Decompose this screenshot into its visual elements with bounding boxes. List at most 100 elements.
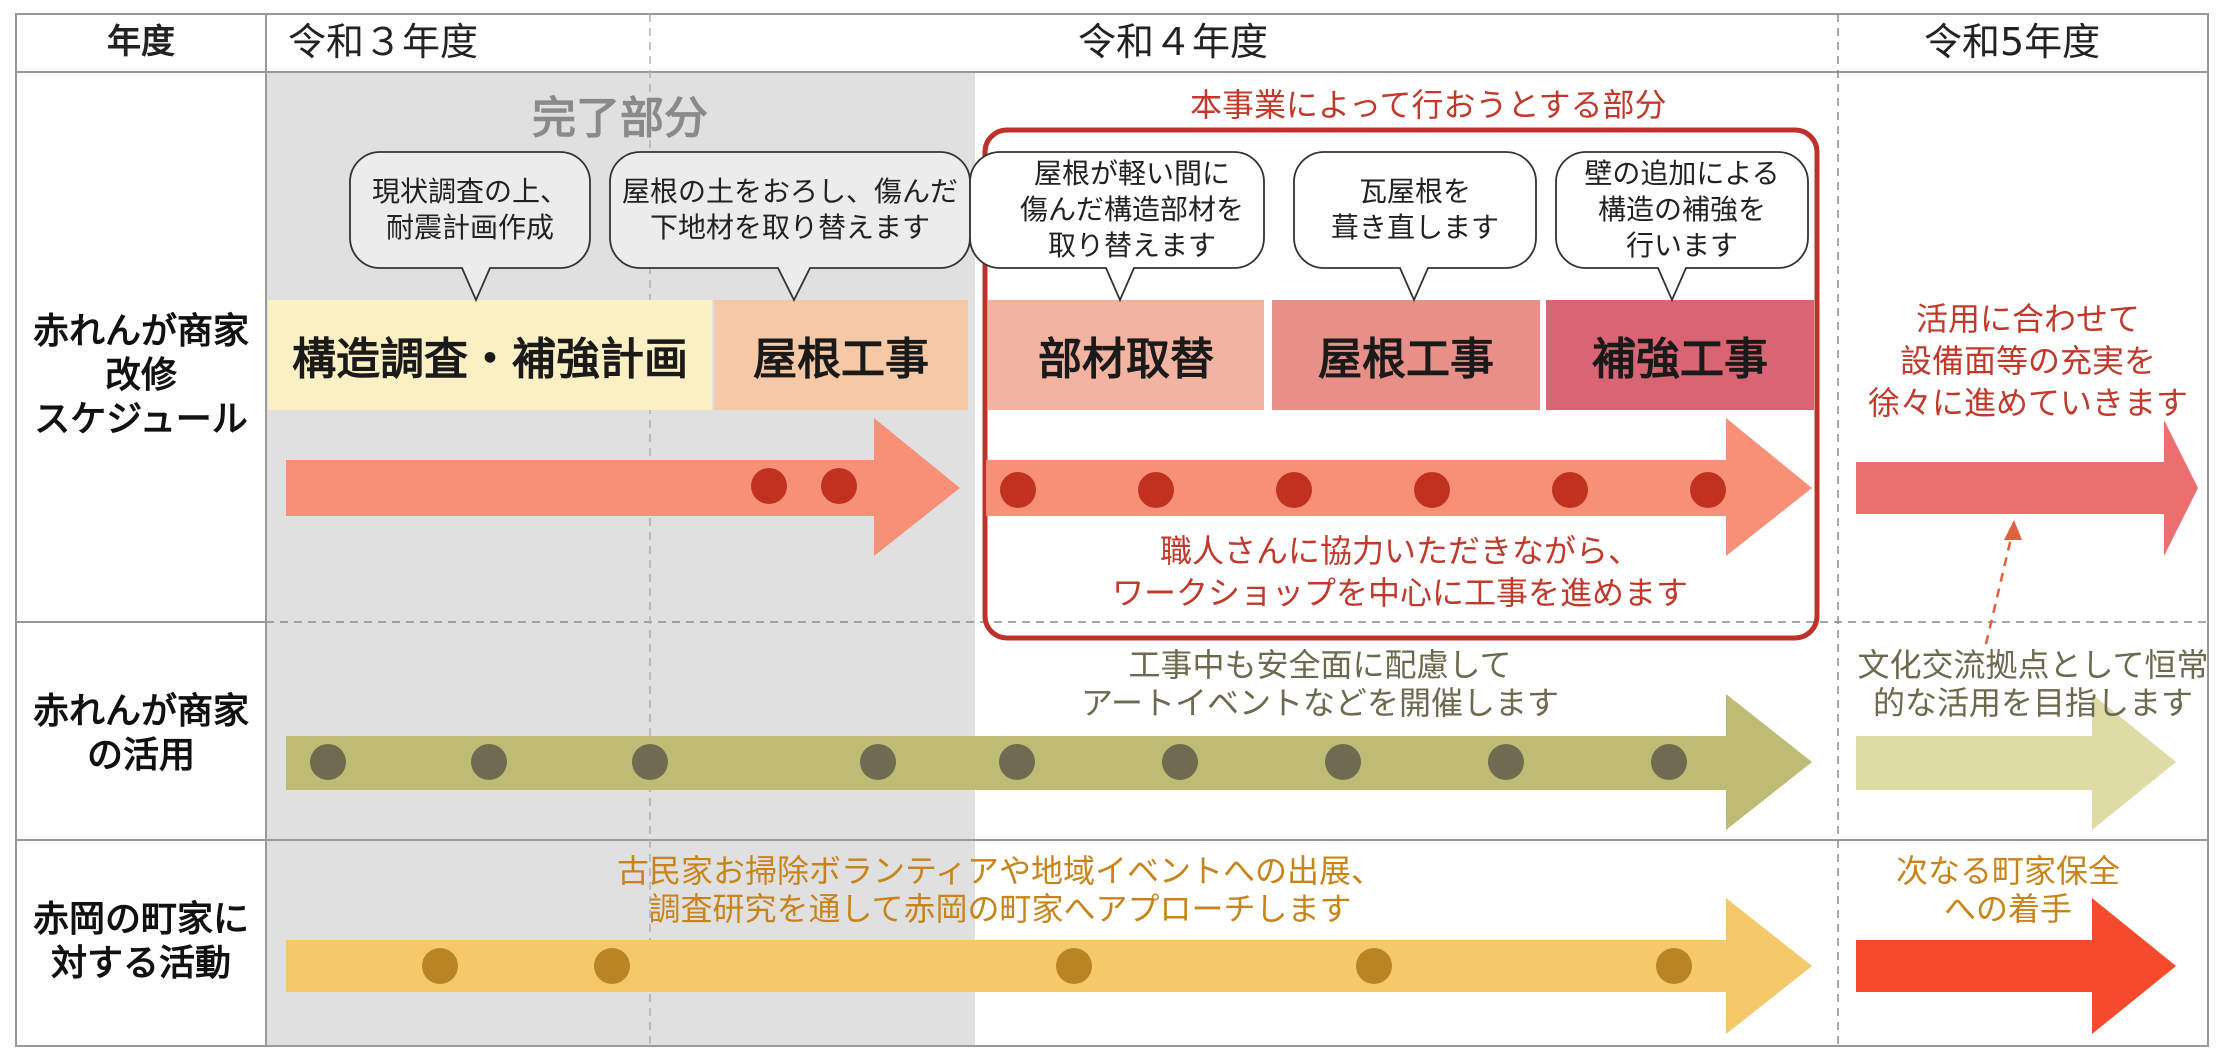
- task-reinforcement: 補強工事: [1592, 334, 1768, 385]
- arrow-utilization: [286, 694, 1812, 830]
- note-line: 次なる町家保全: [1895, 852, 2120, 890]
- row-label-line: 対する活動: [50, 943, 231, 984]
- callout-2-shape: [609, 151, 971, 303]
- note-line: 活用に合わせて: [1915, 300, 2140, 338]
- note-line: 調査研究を通して赤岡の町家へアプローチします: [648, 890, 1352, 928]
- callout-line: 葺き直します: [1330, 211, 1499, 244]
- dot-utilization: [471, 744, 507, 780]
- completed-label: 完了部分: [532, 93, 708, 144]
- arrow-schedule-project: [986, 418, 1812, 556]
- note-r5-utilization: 文化交流拠点として恒常 的な活用を目指します: [1848, 646, 2218, 722]
- note-line: 古民家お掃除ボランティアや地域イベントへの出展、: [616, 852, 1384, 890]
- callout-line: 行います: [1625, 229, 1738, 262]
- callout-line: 構造の補強を: [1597, 193, 1766, 226]
- dot-utilization: [1162, 744, 1198, 780]
- task-block-5: [1546, 300, 1814, 410]
- callout-3-shape: [969, 151, 1265, 303]
- row-label-line: 改修: [104, 355, 177, 396]
- arrow-schedule-r5: [1856, 420, 2198, 556]
- callout-5-shape: [1555, 151, 1809, 303]
- arrow-schedule-r3r4a: [286, 418, 960, 556]
- dot-schedule: [1552, 472, 1588, 508]
- callout-3-text: 屋根が軽い間に 傷んだ構造部材を 取り替えます: [1000, 154, 1264, 266]
- task-block-1: [268, 300, 712, 410]
- dot-utilization: [999, 744, 1035, 780]
- note-line: 徐々に進めていきます: [1867, 384, 2188, 422]
- note-line: 工事中も安全面に配慮して: [1128, 646, 1512, 684]
- project-scope-label: 本事業によって行おうとする部分: [1190, 86, 1667, 124]
- year-r4: 令和４年度: [1078, 20, 1269, 64]
- dot-activities: [422, 948, 458, 984]
- task-block-4: [1272, 300, 1540, 410]
- note-line: アートイベントなどを開催します: [1080, 684, 1560, 722]
- row-label-activities: 赤岡の町家に 対する活動: [17, 898, 265, 986]
- callout-line: 屋根の土をおろし、傷んだ: [621, 175, 958, 208]
- callout-2-text: 屋根の土をおろし、傷んだ 下地材を取り替えます: [610, 154, 970, 266]
- callout-line: 取り替えます: [1047, 229, 1216, 262]
- callout-4-text: 瓦屋根を 葺き直します: [1294, 154, 1536, 266]
- note-r5-next: 次なる町家保全 への着手: [1858, 852, 2158, 928]
- dot-utilization: [632, 744, 668, 780]
- table-frame: [15, 13, 2209, 1047]
- callout-line: 屋根が軽い間に: [1033, 157, 1230, 190]
- dot-activities: [1056, 948, 1092, 984]
- arrow-utilization-r5: [1856, 694, 2176, 830]
- dot-utilization: [310, 744, 346, 780]
- dot-schedule: [1690, 472, 1726, 508]
- row-label-schedule: 赤れんが商家 改修 スケジュール: [17, 310, 265, 442]
- arrow-activities: [286, 898, 1812, 1034]
- callout-1-shape: [349, 151, 591, 303]
- row-label-utilization: 赤れんが商家 の活用: [17, 690, 265, 778]
- arrow-activities-r5: [1856, 898, 2176, 1034]
- year-r3: 令和３年度: [288, 20, 479, 64]
- callout-line: 傷んだ構造部材を: [1019, 193, 1244, 226]
- dot-utilization: [1488, 744, 1524, 780]
- task-block-2: [714, 300, 968, 410]
- dot-utilization: [1651, 744, 1687, 780]
- dot-schedule: [1000, 472, 1036, 508]
- dot-activities: [594, 948, 630, 984]
- callout-1-text: 現状調査の上、 耐震計画作成: [350, 154, 590, 266]
- row-label-line: 赤れんが商家: [32, 311, 249, 352]
- dot-schedule: [1138, 472, 1174, 508]
- note-volunteer: 古民家お掃除ボランティアや地域イベントへの出展、 調査研究を通して赤岡の町家へア…: [560, 852, 1440, 928]
- dot-activities: [1356, 948, 1392, 984]
- note-line: 職人さんに協力いただきながら、: [1159, 532, 1640, 570]
- callout-line: 耐震計画作成: [385, 211, 554, 244]
- row-label-line: 赤岡の町家に: [32, 899, 249, 940]
- link-arrow-line: [1984, 533, 2014, 645]
- header-label: 年度: [107, 22, 175, 62]
- note-workshop: 職人さんに協力いただきながら、 ワークショップを中心に工事を進めます: [1000, 530, 1800, 614]
- callout-line: 壁の追加による: [1584, 157, 1780, 190]
- task-member-replacement: 部材取替: [1038, 334, 1214, 385]
- note-line: 的な活用を目指します: [1872, 684, 2193, 722]
- dot-utilization: [860, 744, 896, 780]
- dot-activities: [1656, 948, 1692, 984]
- task-roof-work-2: 屋根工事: [1318, 334, 1494, 385]
- note-line: 文化交流拠点として恒常: [1857, 646, 2209, 684]
- row-label-line: スケジュール: [34, 399, 248, 440]
- row-label-line: 赤れんが商家: [32, 691, 249, 732]
- note-line: ワークショップを中心に工事を進めます: [1111, 574, 1688, 612]
- dot-schedule: [821, 468, 857, 504]
- dot-schedule: [1414, 472, 1450, 508]
- row-label-line: の活用: [86, 735, 195, 776]
- year-r5: 令和5年度: [1924, 20, 2101, 64]
- arrows: [286, 418, 2198, 1034]
- callout-shapes: [349, 151, 1809, 303]
- milestone-dots: [310, 468, 1726, 984]
- callout-5-text: 壁の追加による 構造の補強を 行います: [1556, 154, 1808, 266]
- task-roof-work-1: 屋根工事: [753, 334, 929, 385]
- dot-utilization: [1325, 744, 1361, 780]
- note-line: 設備面等の充実を: [1899, 342, 2156, 380]
- project-scope-box: [982, 127, 1820, 641]
- callout-line: 下地材を取り替えます: [649, 211, 930, 244]
- dot-schedule: [1276, 472, 1312, 508]
- callout-4-shape: [1293, 151, 1537, 303]
- dot-schedule: [751, 468, 787, 504]
- task-block-3: [988, 300, 1264, 410]
- callout-line: 瓦屋根を: [1358, 175, 1471, 208]
- task-structural-survey: 構造調査・補強計画: [292, 334, 688, 385]
